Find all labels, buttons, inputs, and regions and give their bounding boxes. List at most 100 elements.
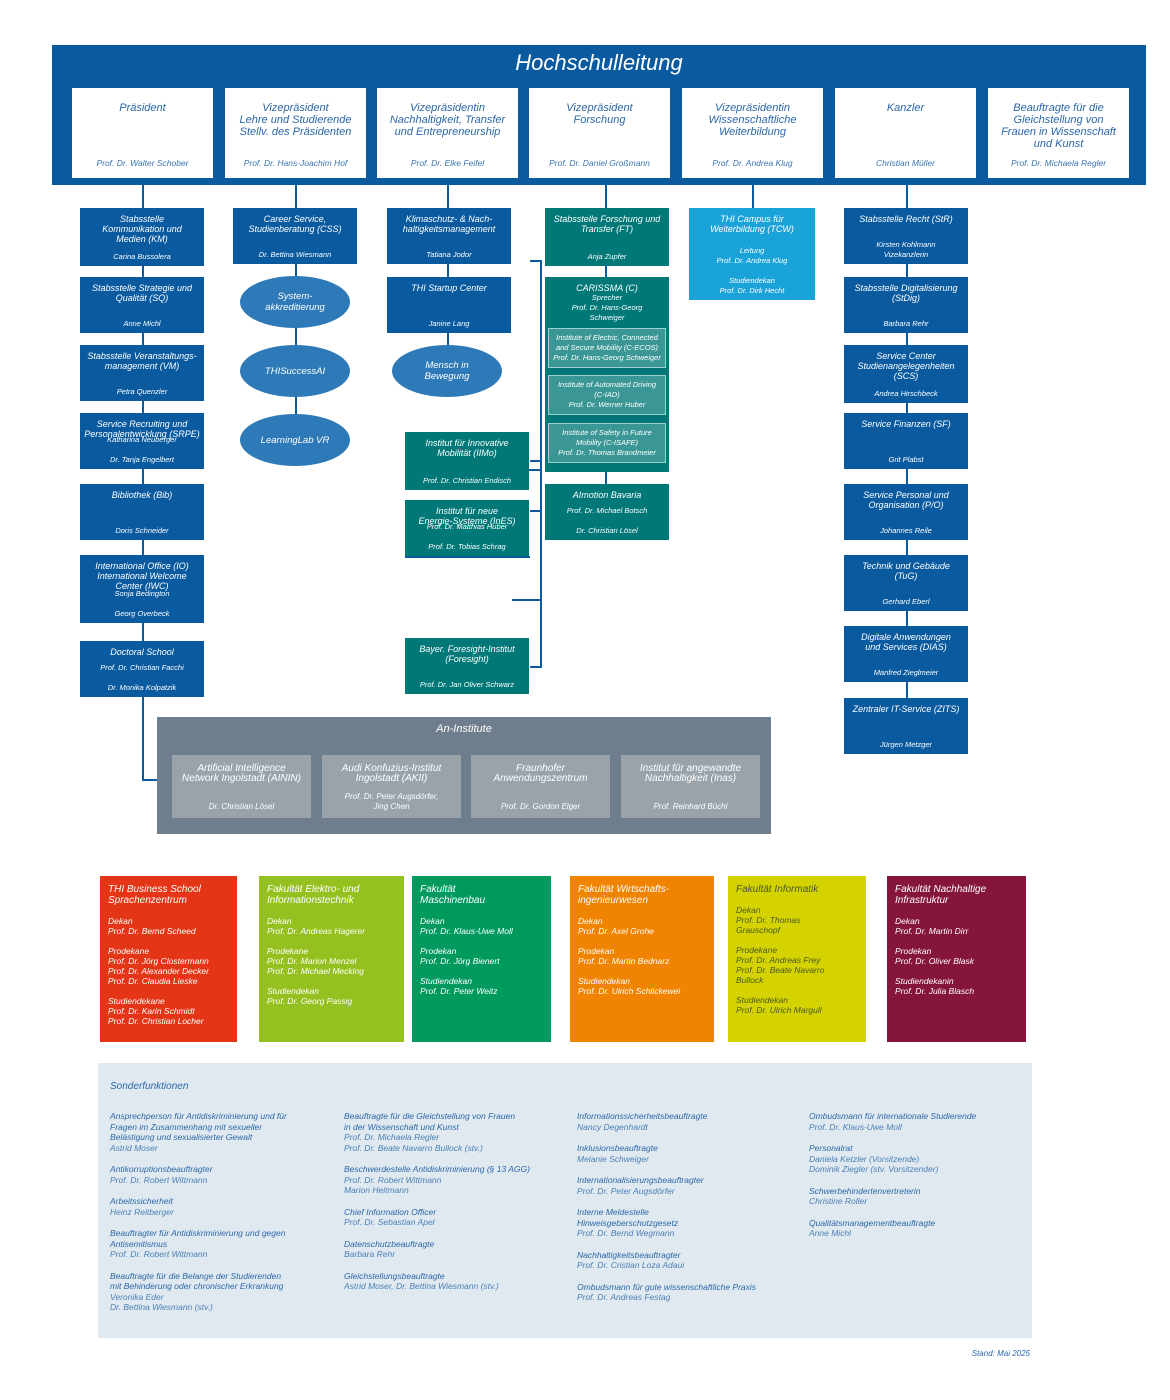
sonderfunktionen-panel: Sonderfunktionen Ansprechperson für Anti…: [98, 1063, 1032, 1338]
sonderfunktion-title: Gleichstellungsbeauftragte: [344, 1270, 445, 1281]
unit-person: Prof. Dr. Christian Endisch: [422, 476, 512, 485]
unit-person: Johannes Reile: [880, 526, 932, 535]
sonderfunktion-person: Prof. Dr. Robert Wittmann: [110, 1174, 208, 1185]
leitung-name: Prof. Dr. Walter Schober: [96, 158, 189, 168]
faculty-role: Studiendekan Prof. Dr. Ulrich Schlickewe…: [578, 976, 681, 996]
an-institute-box: Institut für angewandte Nachhaltigkeit (…: [621, 755, 760, 818]
unit-person: Prof. Dr. Werner Huber: [568, 400, 646, 409]
faculty-role: Prodekan Prof. Dr. Jörg Bienert: [420, 946, 500, 966]
faculty-role: Studiendekan Prof. Dr. Ulrich Margull: [736, 995, 822, 1015]
unit-title: THI Startup Center: [411, 283, 487, 293]
sonderfunktion-title: Ombudsmann für gute wissenschaftliche Pr…: [577, 1281, 757, 1292]
project-label: Mensch in Bewegung: [424, 360, 470, 382]
unit-person: Gerhard Eberl: [882, 597, 930, 606]
connector-line: [530, 460, 542, 462]
unit-person: Prof. Dr. Michael Botsch Dr. Christian L…: [566, 506, 648, 535]
unit-box: Klimaschutz- & Nach- haltigkeitsmanageme…: [387, 208, 511, 264]
sonderfunktionen-column: Ombudsmann für internationale Studierend…: [809, 1111, 1029, 1250]
faculty-role: Prodekan Prof. Dr. Martin Bednarz: [578, 946, 670, 966]
unit-title: Institute of Safety in Future Mobility (…: [562, 428, 652, 447]
unit-box: Stabsstelle Strategie und Qualität (SQ)A…: [80, 277, 204, 333]
leitung-box: Vizepräsidentin Nachhaltigkeit, Transfer…: [377, 88, 518, 178]
leitung-name: Prof. Dr. Daniel Großmann: [549, 158, 650, 168]
sonderfunktionen-column: Beauftragte für die Gleichstellung von F…: [344, 1111, 564, 1303]
unit-box: Digitale Anwendungen und Services (DIAS)…: [844, 626, 968, 682]
sonderfunktion-entry: Interne Meldestelle Hinweisgeberschutzge…: [577, 1207, 797, 1239]
faculty-role: Prodekane Prof. Dr. Jörg Clostermann Pro…: [108, 946, 209, 986]
project-ellipse: Mensch in Bewegung: [392, 345, 502, 397]
sonderfunktion-person: Prof. Dr. Michaela Regler Prof. Dr. Beat…: [344, 1132, 483, 1153]
unit-person: Petra Quenzler: [116, 387, 168, 396]
unit-title: Klimaschutz- & Nach- haltigkeitsmanageme…: [402, 214, 496, 234]
sonderfunktion-person: Barbara Rehr: [344, 1249, 396, 1259]
an-institute-box: Audi Konfuzius-Institut Ingolstadt (AKII…: [322, 755, 461, 818]
unit-title: Stabsstelle Kommunikation und Medien (KM…: [102, 214, 182, 244]
unit-person: Dr. Bettina Wiesmann: [258, 250, 332, 259]
leitung-name: Prof. Dr. Andrea Klug: [712, 158, 793, 168]
sonderfunktion-person: Prof. Dr. Bernd Wegmann: [577, 1228, 675, 1238]
faculty-role: Dekan Prof. Dr. Martin Dirr: [895, 916, 969, 936]
carissma-sub-box: Institute of Safety in Future Mobility (…: [548, 423, 666, 463]
unit-box: Service Center Studienangelegenheiten (S…: [844, 345, 968, 403]
sonderfunktion-title: Schwerbehindertenvertreterin: [809, 1185, 921, 1196]
unit-title: Service Personal und Organisation (P/O): [863, 490, 949, 510]
unit-title: Service Center Studienangelegenheiten (S…: [857, 351, 955, 381]
sonderfunktion-person: Prof. Dr. Cristian Loza Adaui: [577, 1260, 685, 1270]
an-institute-person: Prof. Reinhard Büchl: [653, 802, 728, 811]
sonderfunktion-person: Anne Michl: [809, 1228, 852, 1238]
unit-title: Career Service, Studienberatung (CSS): [248, 214, 342, 234]
unit-box: Technik und Gebäude (TuG)Gerhard Eberl: [844, 555, 968, 611]
leitung-title: Kanzler: [886, 102, 925, 114]
unit-person: Manfred Zieglmeier: [873, 668, 939, 677]
sonderfunktion-person: Melanie Schweiger: [577, 1153, 649, 1164]
sonderfunktion-title: Beauftragte für die Gleichstellung von F…: [344, 1111, 516, 1132]
unit-person: Janine Lang: [428, 319, 470, 328]
unit-title: THI Campus für Weiterbildung (TCW): [710, 214, 794, 234]
leitung-name: Christian Müller: [875, 158, 936, 168]
sonderfunktion-entry: Beauftragter für Antidiskriminierung und…: [110, 1228, 330, 1260]
unit-box: Stabsstelle Digitalisierung (StDig)Barba…: [844, 277, 968, 333]
sonderfunktion-title: Datenschutzbeauftragte: [344, 1238, 435, 1249]
connector-line: [530, 260, 542, 262]
unit-title: Institut für Innovative Mobilität (IIMo): [425, 438, 509, 458]
faculty-title: Fakultät Nachhaltige Infrastruktur: [895, 884, 987, 906]
sonderfunktion-person: Prof. Dr. Peter Augsdörfer: [577, 1185, 675, 1196]
tcw-box: THI Campus für Weiterbildung (TCW)Leitun…: [689, 208, 815, 300]
unit-person: Anne Michl: [123, 319, 161, 328]
faculty-role: Dekan Prof. Dr. Bernd Scheed: [108, 916, 196, 936]
an-institute-title: Fraunhofer Anwendungszentrum: [493, 763, 588, 784]
sonderfunktion-person: Prof. Dr. Robert Wittmann Marion Heitman…: [344, 1174, 442, 1196]
sonderfunktion-entry: Beauftragte für die Gleichstellung von F…: [344, 1111, 564, 1153]
sonderfunktion-entry: Beauftragte für die Belange der Studiere…: [110, 1271, 330, 1313]
project-ellipse: LearningLab VR: [240, 414, 350, 466]
an-institute-title: Audi Konfuzius-Institut Ingolstadt (AKII…: [341, 763, 442, 784]
sonderfunktion-title: Qualitätsmanagementbeauftragte: [809, 1217, 936, 1228]
sonderfunktion-person: Prof. Dr. Andreas Festag: [577, 1292, 671, 1302]
sonderfunktion-person: Prof. Dr. Robert Wittmann: [110, 1249, 208, 1259]
sonderfunktion-entry: Beschwerdestelle Antidiskriminierung (§ …: [344, 1164, 564, 1196]
unit-person: Prof. Dr. Thomas Brandmeier: [558, 448, 656, 457]
sonderfunktion-person: Astrid Moser: [110, 1142, 158, 1153]
leitung-box: Beauftragte für die Gleichstellung von F…: [988, 88, 1129, 178]
unit-box: Stabsstelle Veranstaltungs- management (…: [80, 345, 204, 401]
sonderfunktionen-column: Ansprechperson für Antidiskriminierung u…: [110, 1111, 330, 1324]
unit-title: Bayer. Foresight-Institut (Foresight): [419, 644, 515, 664]
connector-line: [540, 260, 542, 668]
sonderfunktion-person: Nancy Degenhardt: [577, 1121, 648, 1132]
faculty-title: Fakultät Elektro- und Informationstechni…: [267, 884, 360, 906]
sonderfunktion-title: Ansprechperson für Antidiskriminierung u…: [110, 1111, 287, 1142]
unit-title: Stabsstelle Forschung und Transfer (FT): [553, 214, 661, 234]
